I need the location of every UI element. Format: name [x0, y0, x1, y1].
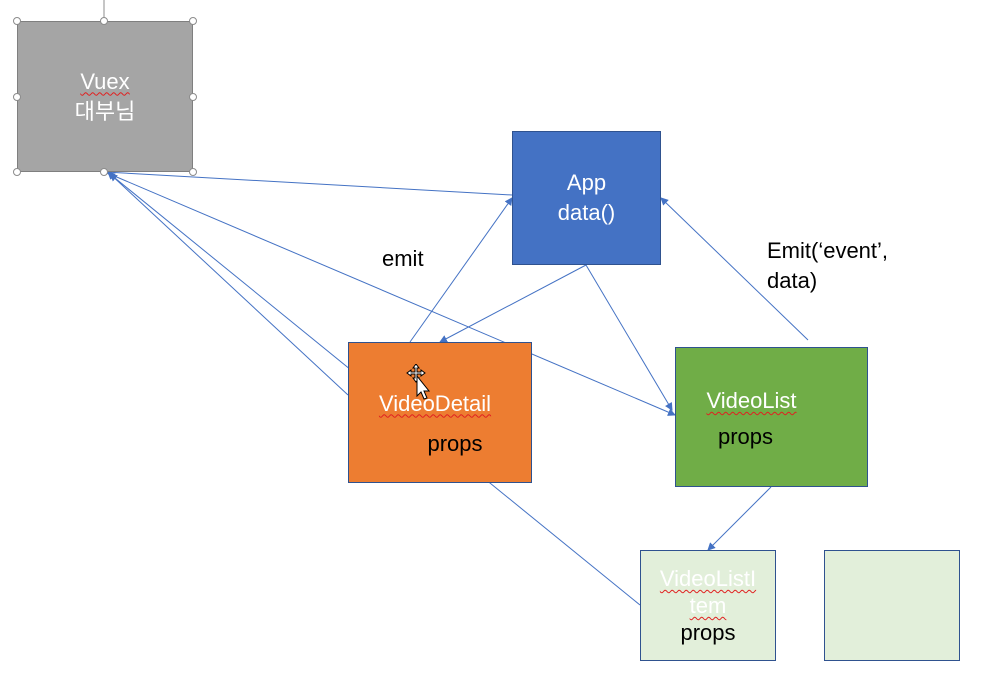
empty-box[interactable]	[824, 550, 960, 661]
app-box[interactable]: App data()	[512, 131, 661, 265]
emit-event-label: Emit(‘event’, data)	[767, 236, 888, 296]
video-list-item-box-subtitle: props	[680, 620, 736, 645]
video-detail-box-subtitle: props	[427, 430, 483, 456]
video-list-item-box-title-line2: tem	[689, 593, 727, 618]
video-list-item-box[interactable]: VideoListI tem props	[640, 550, 776, 661]
vuex-box-subtitle: 대부님	[74, 98, 136, 124]
video-list-box[interactable]: VideoList props	[675, 347, 868, 487]
app-box-title: App	[566, 170, 607, 195]
resize-handle-bottom-center[interactable]	[100, 168, 108, 176]
connector-vuex-to-videolist[interactable]	[104, 171, 676, 416]
move-arrow-cursor-icon	[406, 364, 431, 400]
resize-handle-top-right[interactable]	[189, 17, 197, 25]
resize-handle-middle-right[interactable]	[189, 93, 197, 101]
connector-videodetail-to-app[interactable]	[409, 197, 513, 343]
resize-handle-middle-left[interactable]	[13, 93, 21, 101]
video-detail-box-title: VideoDetail	[378, 390, 492, 416]
video-list-item-box-title-line1: VideoListI	[659, 566, 757, 591]
emit-event-label-line1: Emit(‘event’,	[767, 238, 889, 263]
connector-app-to-videodetail[interactable]	[439, 264, 587, 343]
vuex-box[interactable]: Vuex 대부님	[17, 21, 193, 172]
video-list-box-subtitle: props	[717, 424, 774, 449]
connector-app-to-vuex[interactable]	[104, 168, 513, 196]
video-list-box-title: VideoList	[706, 388, 797, 413]
app-box-subtitle: data()	[557, 200, 616, 225]
emit-event-label-line2: data)	[767, 268, 818, 293]
video-detail-box[interactable]: VideoDetail props	[348, 342, 532, 483]
resize-handle-top-center[interactable]	[100, 17, 108, 25]
connector-videolist-to-videolistitem[interactable]	[707, 486, 772, 551]
resize-handle-bottom-right[interactable]	[189, 168, 197, 176]
vuex-box-title: Vuex	[80, 68, 130, 94]
connector-videolist-to-app[interactable]	[660, 197, 809, 341]
connector-videodetail-to-vuex[interactable]	[107, 171, 349, 396]
connector-app-to-videolist[interactable]	[585, 264, 673, 411]
resize-handle-bottom-left[interactable]	[13, 168, 21, 176]
resize-handle-top-left[interactable]	[13, 17, 21, 25]
emit-label: emit	[382, 246, 424, 271]
